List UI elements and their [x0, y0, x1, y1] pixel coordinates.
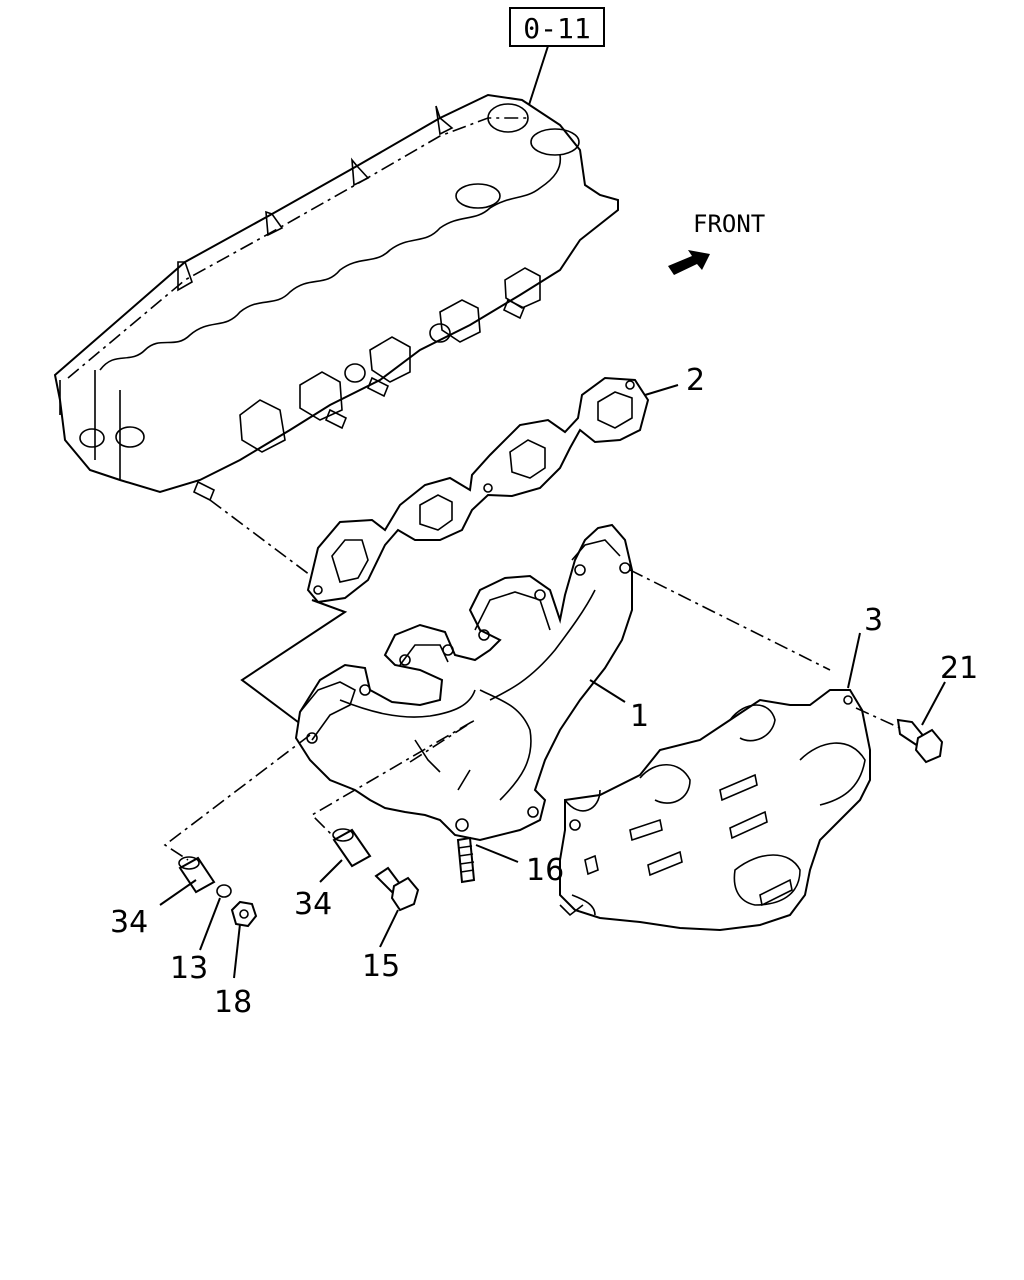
- collar-34-right: [332, 828, 372, 868]
- callout-34-left[interactable]: 34: [110, 905, 148, 940]
- callout-21[interactable]: 21: [940, 651, 978, 686]
- exhaust-manifold: [294, 523, 633, 842]
- stud-16: [456, 836, 476, 884]
- reference-leader: [527, 45, 549, 109]
- cylinder-head: [53, 93, 619, 502]
- heat-shield: [559, 689, 871, 932]
- bolt-15: [374, 866, 420, 912]
- nut-18: [230, 900, 258, 928]
- callout-1[interactable]: 1: [630, 699, 649, 734]
- front-arrow-icon: [668, 250, 710, 275]
- bolt-21: [896, 718, 944, 764]
- washer-13: [216, 884, 232, 898]
- callout-3[interactable]: 3: [864, 603, 883, 638]
- callout-13[interactable]: 13: [170, 951, 208, 986]
- callout-18[interactable]: 18: [214, 985, 252, 1020]
- manifold-gasket: [306, 376, 650, 604]
- assembly-lines: [163, 499, 901, 861]
- reference-box[interactable]: 0-11: [509, 7, 605, 47]
- collar-34-left: [178, 856, 216, 894]
- callout-34-right[interactable]: 34: [294, 887, 332, 922]
- reference-box-label: 0-11: [523, 12, 590, 45]
- callout-15[interactable]: 15: [362, 949, 400, 984]
- callout-2[interactable]: 2: [686, 363, 705, 398]
- callout-16[interactable]: 16: [526, 853, 564, 888]
- leader-lines: [159, 384, 946, 979]
- front-label: FRONT: [693, 210, 765, 238]
